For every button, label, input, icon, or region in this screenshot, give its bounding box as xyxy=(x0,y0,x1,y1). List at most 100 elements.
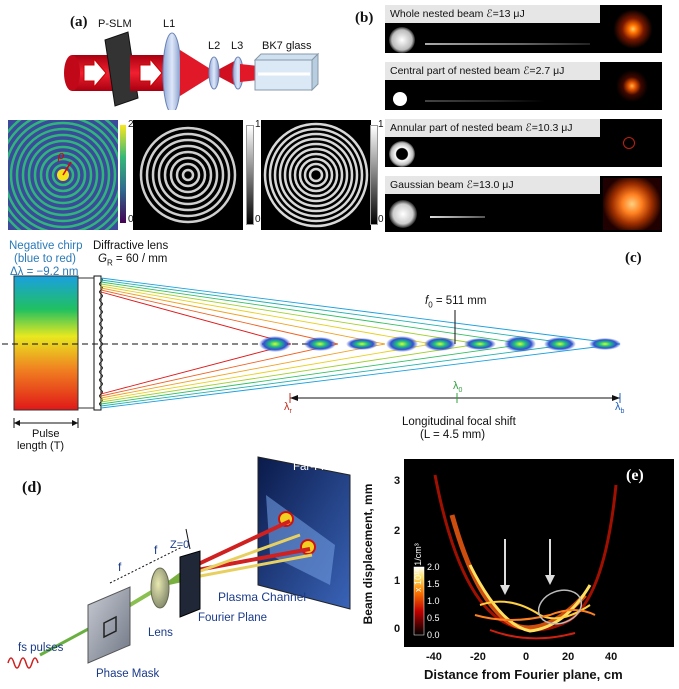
light-ray xyxy=(100,343,574,407)
ring xyxy=(169,156,207,194)
label-f-2: f xyxy=(154,543,158,557)
shift-label-1: Longitudinal focal shift xyxy=(402,416,516,428)
x-tick-label: 0 xyxy=(523,651,530,663)
y-tick-label: 1 xyxy=(394,575,401,587)
panel-a-label: (a) xyxy=(70,14,88,30)
beam-row-caption: Annular part of nested beam ℰ=10.3 μJ xyxy=(385,119,600,137)
gray-colorbar-2-max: 1 xyxy=(378,119,384,130)
gray-colorbar-1-max: 1 xyxy=(255,119,261,130)
beam-row-caption: Gaussian beam ℰ=13.0 μJ xyxy=(385,176,600,194)
ring xyxy=(303,162,329,188)
ring xyxy=(163,150,213,200)
label-glass: BK7 glass xyxy=(262,40,312,52)
x-tick-label: -40 xyxy=(426,651,442,663)
focal-spot xyxy=(304,337,336,351)
chirp-title-2: (blue to red) xyxy=(14,253,77,265)
filament-trace xyxy=(425,100,545,102)
focal-spot xyxy=(346,338,378,350)
cbar-tick-label: 0.5 xyxy=(427,613,440,623)
ring xyxy=(145,132,231,218)
arrow-icon xyxy=(500,585,510,595)
filament-trace xyxy=(425,43,590,45)
ring xyxy=(283,142,349,208)
light-ray xyxy=(100,343,386,399)
beam-row: Annular part of nested beam ℰ=10.3 μJ xyxy=(385,119,662,167)
label-slm: P-SLM xyxy=(98,18,132,30)
light-ray xyxy=(100,279,574,345)
label-f-1: f xyxy=(118,560,122,574)
gray-colorbar-1-min: 0 xyxy=(255,214,261,225)
focal-spot xyxy=(504,336,536,352)
label-lens: Lens xyxy=(148,627,173,639)
light-ray xyxy=(100,343,621,409)
shift-label-2: (L = 4.5 mm) xyxy=(420,429,486,441)
highlight-ellipse xyxy=(537,589,583,625)
panel-b: (b) Whole nested beam ℰ=13 μJ Central pa… xyxy=(355,0,679,235)
lens-grating: GR = 60 / mm xyxy=(98,253,168,268)
intensity-map-2 xyxy=(261,120,371,230)
cbar-tick-label: 1.0 xyxy=(427,596,440,606)
label-far-field: Far-Field xyxy=(293,461,340,473)
cbar-unit-label: x 10¹⁶ 1/cm³ xyxy=(413,543,423,592)
x-tick-label: 40 xyxy=(605,651,618,663)
lambda-center: λ0 xyxy=(453,380,463,395)
lens-title: Diffractive lens xyxy=(93,240,169,252)
panel-e: (e) Beam displacement, mm Distance from … xyxy=(360,455,679,689)
x-axis-title: Distance from Fourier plane, cm xyxy=(424,667,623,682)
focal-spot xyxy=(386,336,418,352)
pulse-label-2: length (T) xyxy=(17,440,65,452)
chirped-pulse xyxy=(13,275,79,411)
lens xyxy=(150,567,170,609)
light-ray xyxy=(100,277,621,345)
x-tick-label: 20 xyxy=(562,651,575,663)
label-pulses: fs pulses xyxy=(18,642,64,654)
focal-spot xyxy=(544,337,576,351)
ring xyxy=(45,157,81,193)
far-field-spot xyxy=(603,178,661,230)
ring xyxy=(21,133,105,217)
label-plasma: Plasma Channel xyxy=(218,590,307,604)
bk7-glass xyxy=(253,53,320,61)
panel-c: (c) Negative chirp (blue to red) Δλ = −9… xyxy=(0,238,679,453)
ring xyxy=(273,132,359,218)
light-ray xyxy=(100,343,527,405)
ring xyxy=(288,147,344,203)
light-ray xyxy=(100,343,480,403)
gray-colorbar-2-min: 0 xyxy=(378,214,384,225)
light-ray xyxy=(100,289,339,345)
ring xyxy=(157,144,219,206)
lens-l2 xyxy=(208,56,220,90)
slm-panel xyxy=(104,31,139,107)
ring xyxy=(9,121,117,229)
light-ray xyxy=(100,283,480,345)
arrow-icon xyxy=(545,575,555,585)
fourier-plane xyxy=(179,550,201,618)
ring xyxy=(181,168,195,182)
lambda-blue: λb xyxy=(615,401,625,416)
density-plot xyxy=(404,459,674,647)
arrow-icon xyxy=(83,57,107,89)
ring xyxy=(278,137,354,213)
x-tick-label: -20 xyxy=(470,651,486,663)
beam-profile xyxy=(389,200,417,228)
label-l1: L1 xyxy=(163,18,176,30)
panel-d: (d) xyxy=(0,455,360,689)
ring xyxy=(33,145,93,205)
y-tick-label: 2 xyxy=(394,525,401,537)
far-field-spot xyxy=(623,137,635,149)
ring xyxy=(263,122,369,228)
panel-a-setup-diagram xyxy=(64,31,320,110)
ring xyxy=(308,167,324,183)
ring xyxy=(15,127,111,223)
beam-row: Gaussian beam ℰ=13.0 μJ xyxy=(385,176,662,232)
light-ray xyxy=(100,343,433,401)
arrow-icon xyxy=(139,57,163,89)
pulse-label-1: Pulse xyxy=(32,428,60,440)
lens-profile xyxy=(99,277,103,407)
ring xyxy=(139,126,237,224)
light-ray xyxy=(100,291,292,345)
ring xyxy=(151,138,225,212)
lens-l1 xyxy=(162,32,182,110)
focal-length: f0 = 511 mm xyxy=(425,295,487,310)
focal-spot xyxy=(589,338,621,350)
